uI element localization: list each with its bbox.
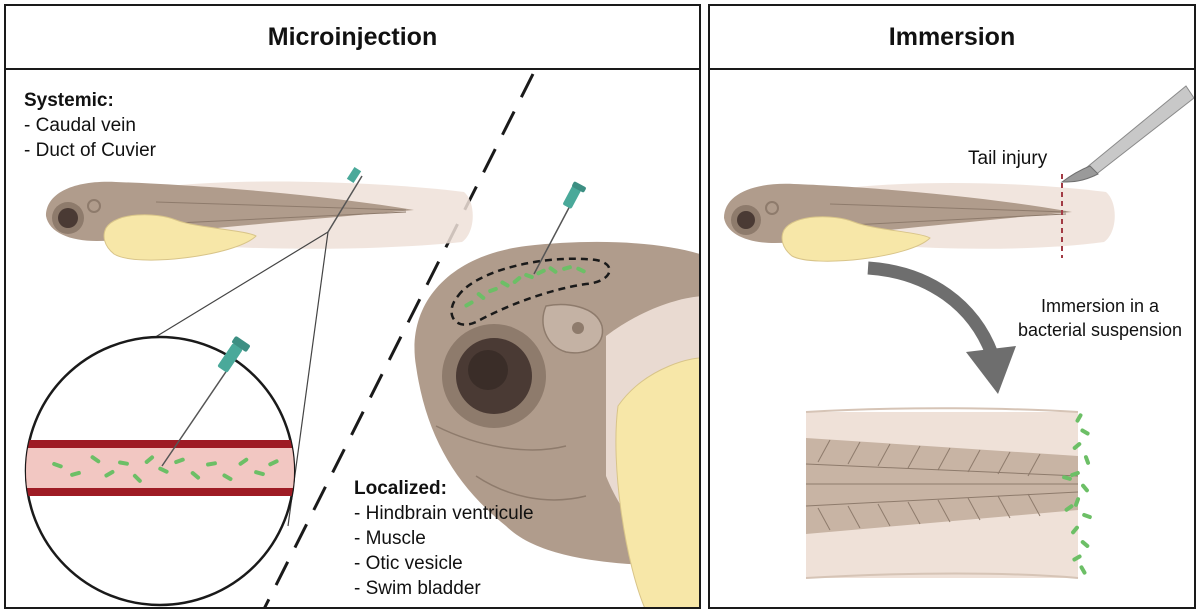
- dashed-separator: [263, 73, 535, 607]
- immersion-title: Immersion: [888, 22, 1016, 51]
- immersion-header: Immersion: [710, 6, 1194, 70]
- tail-zoom-box: [805, 407, 1092, 579]
- vessel-zoom-circle: [24, 335, 296, 607]
- immersion-illustration: [724, 85, 1194, 579]
- localized-heading: Localized:: [354, 478, 447, 499]
- microinjection-header: Microinjection: [6, 6, 699, 70]
- larva-head-large: [414, 241, 699, 607]
- larva-small-systemic: [46, 181, 473, 261]
- immersion-label-line: Immersion in a: [1040, 296, 1160, 316]
- localized-item: - Hindbrain ventricule: [354, 503, 534, 524]
- localized-item: - Swim bladder: [354, 578, 481, 599]
- microinjection-panel: Microinjection: [4, 4, 701, 609]
- microinjection-title: Microinjection: [267, 22, 438, 51]
- systemic-heading: Systemic:: [24, 90, 114, 111]
- systemic-item: - Caudal vein: [24, 115, 136, 136]
- systemic-text: Systemic: - Caudal vein - Duct of Cuvier: [24, 88, 156, 163]
- localized-item: - Otic vesicle: [354, 553, 463, 574]
- arrow-down-curved-icon: [867, 261, 1016, 394]
- scalpel-icon: [1060, 85, 1194, 183]
- immersion-label-line: bacterial suspension: [1017, 320, 1183, 340]
- immersion-panel: Immersion: [708, 4, 1196, 609]
- larva-immersion: [724, 182, 1115, 262]
- localized-item: - Muscle: [354, 528, 426, 549]
- localized-text: Localized: - Hindbrain ventricule - Musc…: [354, 476, 534, 601]
- immersion-label: Immersion in a bacterial suspension: [1000, 294, 1194, 342]
- needle-small: [327, 166, 363, 233]
- microinjection-illustration: [24, 73, 699, 607]
- systemic-item: - Duct of Cuvier: [24, 140, 156, 161]
- tail-injury-label: Tail injury: [968, 148, 1048, 169]
- needle-large: [533, 181, 586, 275]
